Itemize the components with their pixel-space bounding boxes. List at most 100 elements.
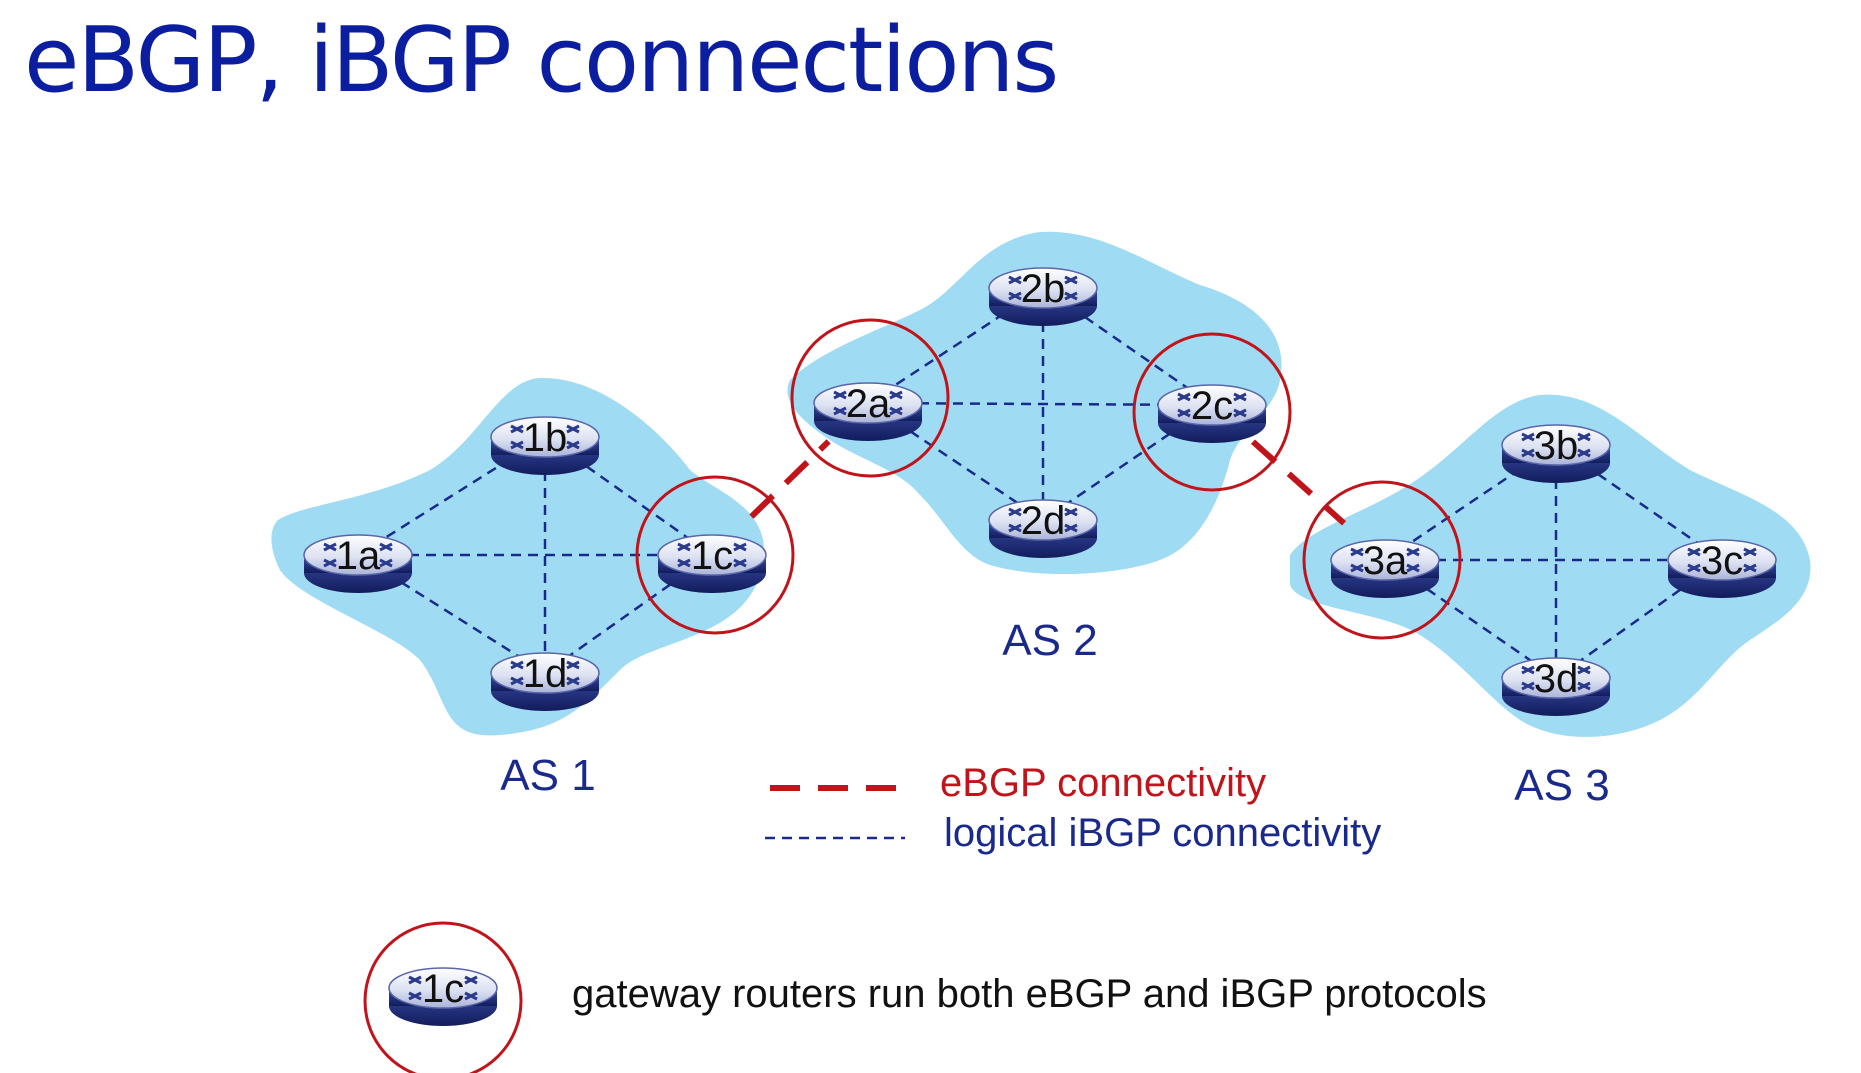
- legend: eBGP connectivity logical iBGP connectiv…: [765, 761, 1381, 855]
- router-1c-arrow-mark: [733, 542, 747, 552]
- router-1d-arrow-mark: [510, 660, 524, 670]
- router-3c-arrow-mark: [1687, 563, 1701, 573]
- gateway-circle-2a: [790, 318, 950, 478]
- router-3b-label: 3b: [1534, 424, 1579, 468]
- router-2b-arrow-mark: [1064, 291, 1078, 301]
- router-2c-arrow-mark: [1233, 408, 1247, 418]
- legend-ebgp-label: eBGP connectivity: [940, 761, 1266, 805]
- router-2a-arrow-mark: [889, 390, 903, 400]
- router-1b-label: 1b: [523, 416, 568, 460]
- router-2d-arrow-mark: [1064, 523, 1078, 533]
- router-3a-arrow-mark: [1406, 563, 1420, 573]
- page-title: eBGP, iBGP connections: [24, 8, 1059, 113]
- router-1c-arrow-mark: [733, 558, 747, 568]
- router-3c-arrow-mark: [1687, 547, 1701, 557]
- router-3d-arrow-mark: [1521, 665, 1535, 675]
- router-3d-arrow-mark: [1521, 681, 1535, 691]
- router-3d-arrow-mark: [1577, 681, 1591, 691]
- router-3d-arrow-mark: [1577, 665, 1591, 675]
- router-1d-arrow-mark: [510, 676, 524, 686]
- gateway-circle-1c: [635, 475, 795, 635]
- gateway-note-router-arrow-mark: [408, 991, 422, 1001]
- gateway-note: gateway routers run both eBGP and iBGP p…: [363, 921, 1487, 1073]
- router-3d-label: 3d: [1534, 657, 1579, 701]
- gateway-note-text: gateway routers run both eBGP and iBGP p…: [572, 972, 1487, 1016]
- router-1b-arrow-mark: [510, 440, 524, 450]
- legend-ibgp-label: logical iBGP connectivity: [944, 811, 1381, 855]
- router-1c: 1c: [657, 534, 767, 593]
- router-2d-label: 2d: [1021, 499, 1066, 543]
- router-1b-arrow-mark: [566, 440, 580, 450]
- router-3d: 3d: [1501, 657, 1611, 716]
- router-2a-label: 2a: [846, 382, 891, 426]
- ibgp-link-2a-2c: [867, 401, 1213, 407]
- router-1c-arrow-mark: [677, 542, 691, 552]
- gateway-note-circle: [363, 921, 523, 1073]
- gateway-circle-3a: [1302, 480, 1462, 640]
- router-2a: 2a: [813, 382, 923, 441]
- router-1a: 1a: [303, 534, 413, 593]
- as3-cloud: [1290, 394, 1811, 737]
- router-1a-arrow-mark: [379, 558, 393, 568]
- router-2c-arrow-mark: [1177, 408, 1191, 418]
- router-2d: 2d: [988, 499, 1098, 558]
- router-2a-arrow-mark: [833, 390, 847, 400]
- router-3b-arrow-mark: [1577, 448, 1591, 458]
- routers: 1a 1b 1c 1d 2a 2b 2c 2d 3a 3b 3c 3d: [303, 267, 1777, 716]
- as-clouds: [271, 231, 1811, 737]
- router-3a: 3a: [1330, 539, 1440, 598]
- router-1d: 1d: [490, 652, 600, 711]
- ebgp-link-2c-3a: [1250, 439, 1347, 526]
- router-1b-arrow-mark: [510, 424, 524, 434]
- gateway-note-router-arrow-mark: [464, 991, 478, 1001]
- router-3b: 3b: [1501, 424, 1611, 483]
- router-2c-label: 2c: [1191, 384, 1233, 428]
- router-3b-arrow-mark: [1577, 432, 1591, 442]
- router-3b-arrow-mark: [1521, 448, 1535, 458]
- router-1b: 1b: [490, 416, 600, 475]
- router-3c-arrow-mark: [1743, 547, 1757, 557]
- router-3c: 3c: [1667, 539, 1777, 598]
- router-2a-arrow-mark: [889, 406, 903, 416]
- router-1a-arrow-mark: [323, 558, 337, 568]
- as3-label: AS 3: [1514, 761, 1609, 810]
- router-3c-label: 3c: [1701, 539, 1743, 583]
- router-1b-arrow-mark: [566, 424, 580, 434]
- router-1a-label: 1a: [336, 534, 381, 578]
- router-2b-arrow-mark: [1064, 275, 1078, 285]
- router-1a-arrow-mark: [323, 542, 337, 552]
- router-3a-arrow-mark: [1350, 547, 1364, 557]
- router-3a-label: 3a: [1363, 539, 1408, 583]
- ebgp-links: [749, 439, 1347, 526]
- gateway-circles: [635, 318, 1462, 640]
- ibgp-link-1a-1b: [357, 435, 546, 557]
- router-2b-label: 2b: [1021, 267, 1066, 311]
- router-2a-arrow-mark: [833, 406, 847, 416]
- gateway-note-router: 1c: [388, 967, 498, 1026]
- as2-label: AS 2: [1002, 616, 1097, 665]
- router-2c-arrow-mark: [1233, 392, 1247, 402]
- router-2b-arrow-mark: [1008, 275, 1022, 285]
- router-3b-arrow-mark: [1521, 432, 1535, 442]
- router-2b: 2b: [988, 267, 1098, 326]
- as1-cloud: [271, 377, 764, 736]
- router-1d-label: 1d: [523, 652, 568, 696]
- ebgp-link-1c-2a: [749, 439, 831, 519]
- router-1c-arrow-mark: [677, 558, 691, 568]
- as1-label: AS 1: [500, 751, 595, 800]
- gateway-note-router-arrow-mark: [408, 975, 422, 985]
- router-2d-arrow-mark: [1008, 523, 1022, 533]
- router-1d-arrow-mark: [566, 676, 580, 686]
- router-1d-arrow-mark: [566, 660, 580, 670]
- gateway-circle-2c: [1132, 332, 1292, 492]
- router-1a-arrow-mark: [379, 542, 393, 552]
- router-2d-arrow-mark: [1008, 507, 1022, 517]
- router-2d-arrow-mark: [1064, 507, 1078, 517]
- router-3c-arrow-mark: [1743, 563, 1757, 573]
- as2-cloud: [787, 231, 1282, 575]
- router-2c: 2c: [1157, 384, 1267, 443]
- router-3a-arrow-mark: [1406, 547, 1420, 557]
- router-1c-label: 1c: [691, 534, 733, 578]
- router-2b-arrow-mark: [1008, 291, 1022, 301]
